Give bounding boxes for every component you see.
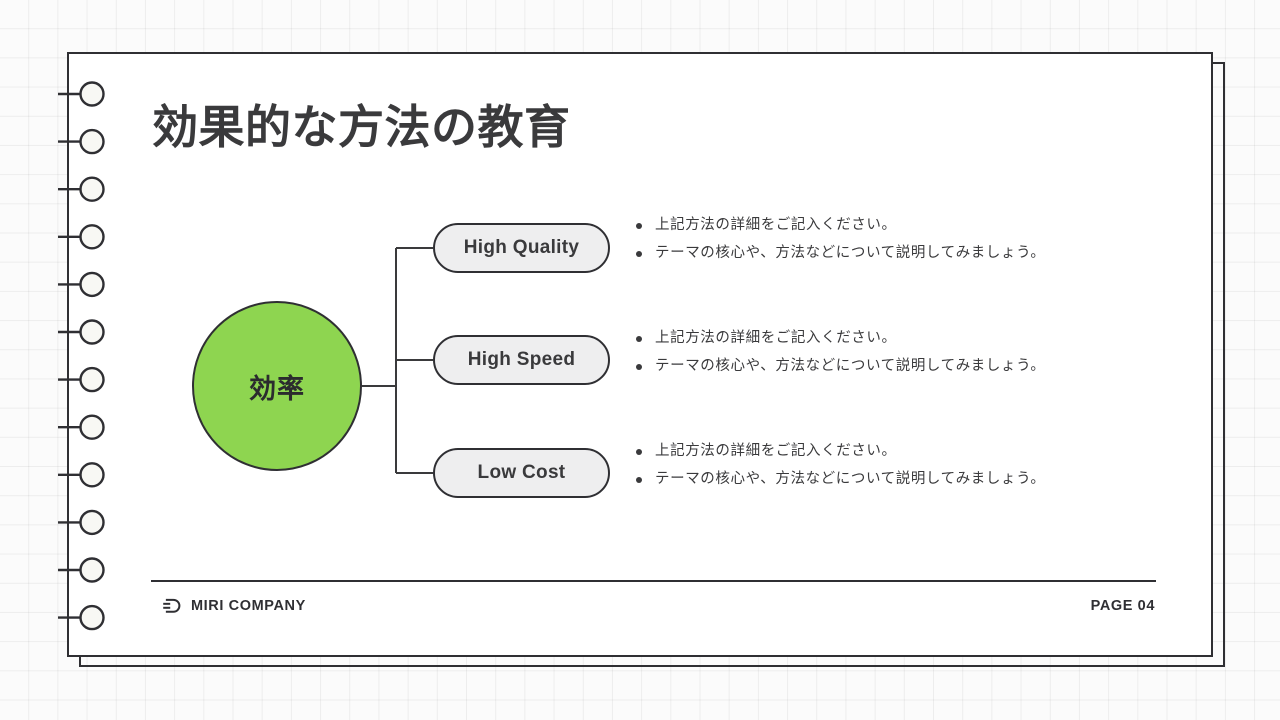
list-item-text: テーマの核心や、方法などについて説明してみましょう。 xyxy=(655,244,1046,261)
page-title: 効果的な方法の教育 xyxy=(152,100,571,154)
list-item: 上記方法の詳細をご記入ください。 xyxy=(636,216,1176,236)
list-item-text: 上記方法の詳細をご記入ください。 xyxy=(655,443,897,459)
branch-pill-high-quality[interactable]: High Quality xyxy=(433,223,610,273)
bullet-dot-icon xyxy=(636,336,642,342)
list-item: 上記方法の詳細をご記入ください。 xyxy=(636,329,1176,349)
slide-content: 効果的な方法の教育 効率 High Quality xyxy=(67,52,1213,657)
branch-bullets-high-speed: 上記方法の詳細をご記入ください。 テーマの核心や、方法などについて説明してみまし… xyxy=(636,329,1176,384)
footer-divider xyxy=(151,580,1156,582)
list-item: テーマの核心や、方法などについて説明してみましょう。 xyxy=(636,470,1176,490)
branch-pill-label: High Speed xyxy=(467,349,576,370)
brand-name: MIRI COMPANY xyxy=(191,598,306,614)
list-item: 上記方法の詳細をご記入ください。 xyxy=(636,442,1176,462)
bullet-dot-icon xyxy=(636,476,642,483)
branch-bullets-low-cost: 上記方法の詳細をご記入ください。 テーマの核心や、方法などについて説明してみまし… xyxy=(636,442,1176,497)
list-item-text: 上記方法の詳細をご記入ください。 xyxy=(655,217,897,233)
footer-brand: MIRI COMPANY xyxy=(162,597,306,615)
list-item: テーマの核心や、方法などについて説明してみましょう。 xyxy=(636,244,1176,264)
miri-logo-icon xyxy=(163,598,181,613)
page-number: PAGE 04 xyxy=(1090,598,1155,614)
connector-lines xyxy=(362,247,433,474)
branch-pill-label: High Quality xyxy=(463,237,580,258)
bullet-dot-icon xyxy=(636,449,642,455)
bullet-dot-icon xyxy=(636,250,642,257)
hub-label: 効率 xyxy=(249,373,305,405)
bullet-dot-icon xyxy=(636,223,642,229)
branch-pill-label: Low Cost xyxy=(477,462,566,483)
bullet-dot-icon xyxy=(636,363,642,370)
list-item-text: テーマの核心や、方法などについて説明してみましょう。 xyxy=(655,357,1046,374)
list-item-text: 上記方法の詳細をご記入ください。 xyxy=(655,330,897,346)
list-item: テーマの核心や、方法などについて説明してみましょう。 xyxy=(636,357,1176,377)
branch-pill-low-cost[interactable]: Low Cost xyxy=(433,448,610,498)
mindmap-diagram: 効率 High Quality High Speed Low Cost 上記方法… xyxy=(67,52,1213,657)
hub-node[interactable]: 効率 xyxy=(192,301,362,471)
branch-bullets-high-quality: 上記方法の詳細をご記入ください。 テーマの核心や、方法などについて説明してみまし… xyxy=(636,216,1176,271)
branch-pill-high-speed[interactable]: High Speed xyxy=(433,335,610,385)
list-item-text: テーマの核心や、方法などについて説明してみましょう。 xyxy=(655,470,1046,487)
